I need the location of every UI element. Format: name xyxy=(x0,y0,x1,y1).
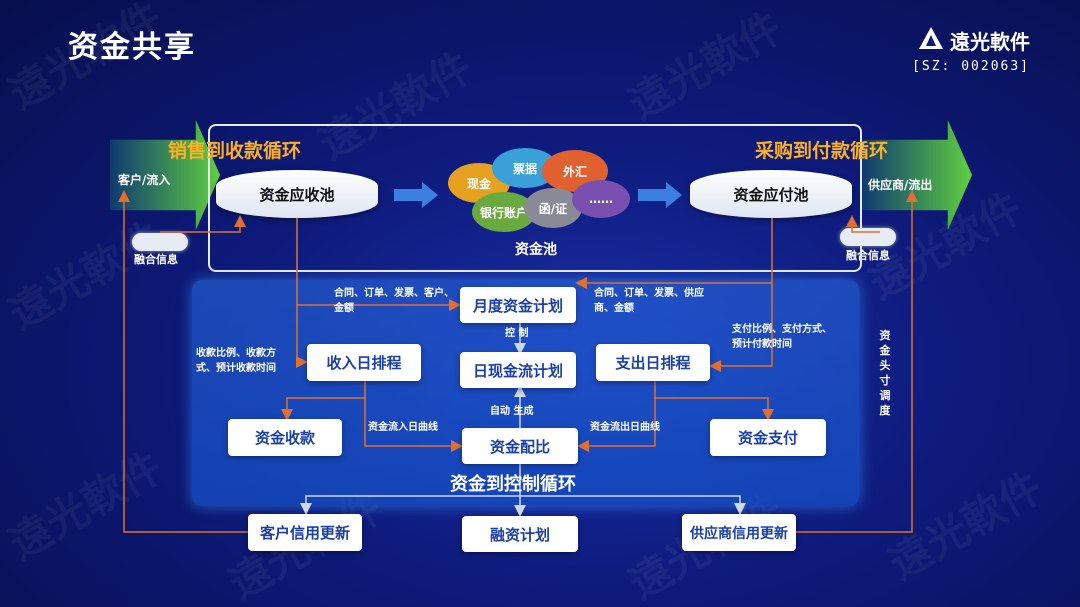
company-logo: 遠光軟件 [SZ: 002063] xyxy=(912,26,1030,74)
left-docs-label: 合同、订单、发票、客户、金额 xyxy=(334,288,454,314)
bubble-label: 外汇 xyxy=(562,164,587,179)
daily-cash-plan-box: 日现金流计划 xyxy=(460,352,576,388)
logo-name: 遠光軟件 xyxy=(950,30,1030,54)
payment-terms-label: 支付比例、支付方式、预计付款时间 xyxy=(732,324,832,350)
bubble-label: 现金 xyxy=(466,176,491,191)
fund-collection-box: 资金收款 xyxy=(228,419,342,456)
purchase-cycle-title: 采购到付款循环 xyxy=(755,140,889,162)
fusion-info-right: 融合信息 xyxy=(846,249,890,262)
control-label: 控 制 xyxy=(505,328,529,339)
bubble-label: …… xyxy=(589,192,613,206)
income-schedule-box: 收入日排程 xyxy=(307,344,421,381)
auto-generate-label: 自动 生成 xyxy=(490,406,534,417)
collection-terms-label: 收款比例、收款方式、预计收款时间 xyxy=(196,348,276,374)
receivable-pool-label: 资金应收池 xyxy=(259,185,335,204)
page-title: 资金共享 xyxy=(68,30,196,65)
outflow-curve-label: 资金流出日曲线 xyxy=(590,422,660,433)
bubble-letter: 函/证 xyxy=(524,188,582,228)
inflow-curve-label: 资金流入日曲线 xyxy=(368,422,438,433)
bubble-label: 银行账户 xyxy=(479,205,528,220)
right-arrow-icon xyxy=(638,182,682,208)
fund-payment-box: 资金支付 xyxy=(710,419,826,456)
fusion-info-left: 融合信息 xyxy=(134,253,178,266)
monthly-plan-box: 月度资金计划 xyxy=(460,287,576,323)
fund-pool-label: 资金池 xyxy=(515,242,557,258)
control-cycle-title: 资金到控制循环 xyxy=(450,474,576,495)
supplier-flow-label: 供应商/流出 xyxy=(868,178,933,192)
supplier-credit-box: 供应商信用更新 xyxy=(682,514,796,551)
financing-plan-box: 融资计划 xyxy=(462,516,578,552)
payable-pool-label: 资金应付池 xyxy=(733,185,809,204)
bubble-label: 函/证 xyxy=(538,201,568,216)
expense-schedule-box: 支出日排程 xyxy=(596,344,710,381)
customer-flow-label: 客户/流入 xyxy=(118,173,171,187)
receivable-pool: 资金应收池 xyxy=(216,170,378,218)
customer-credit-box: 客户信用更新 xyxy=(248,514,362,551)
right-arrow-icon xyxy=(394,182,438,208)
stock-code: [SZ: 002063] xyxy=(912,59,1030,74)
right-docs-label: 合同、订单、发票、供应商、金额 xyxy=(594,288,704,314)
fund-position-label: 资金头寸调度 xyxy=(879,329,891,417)
bubble-label: 票据 xyxy=(512,161,537,176)
bubble-bank-account: 银行账户 xyxy=(472,192,536,232)
bubble-more: …… xyxy=(572,180,630,218)
fund-pool-frame xyxy=(208,124,862,272)
payable-pool: 资金应付池 xyxy=(690,170,852,218)
logo-mark-icon xyxy=(918,26,944,55)
cloud-icon xyxy=(132,233,188,251)
fund-allocation-box: 资金配比 xyxy=(462,428,578,464)
sales-cycle-title: 销售到收款循环 xyxy=(168,140,302,162)
